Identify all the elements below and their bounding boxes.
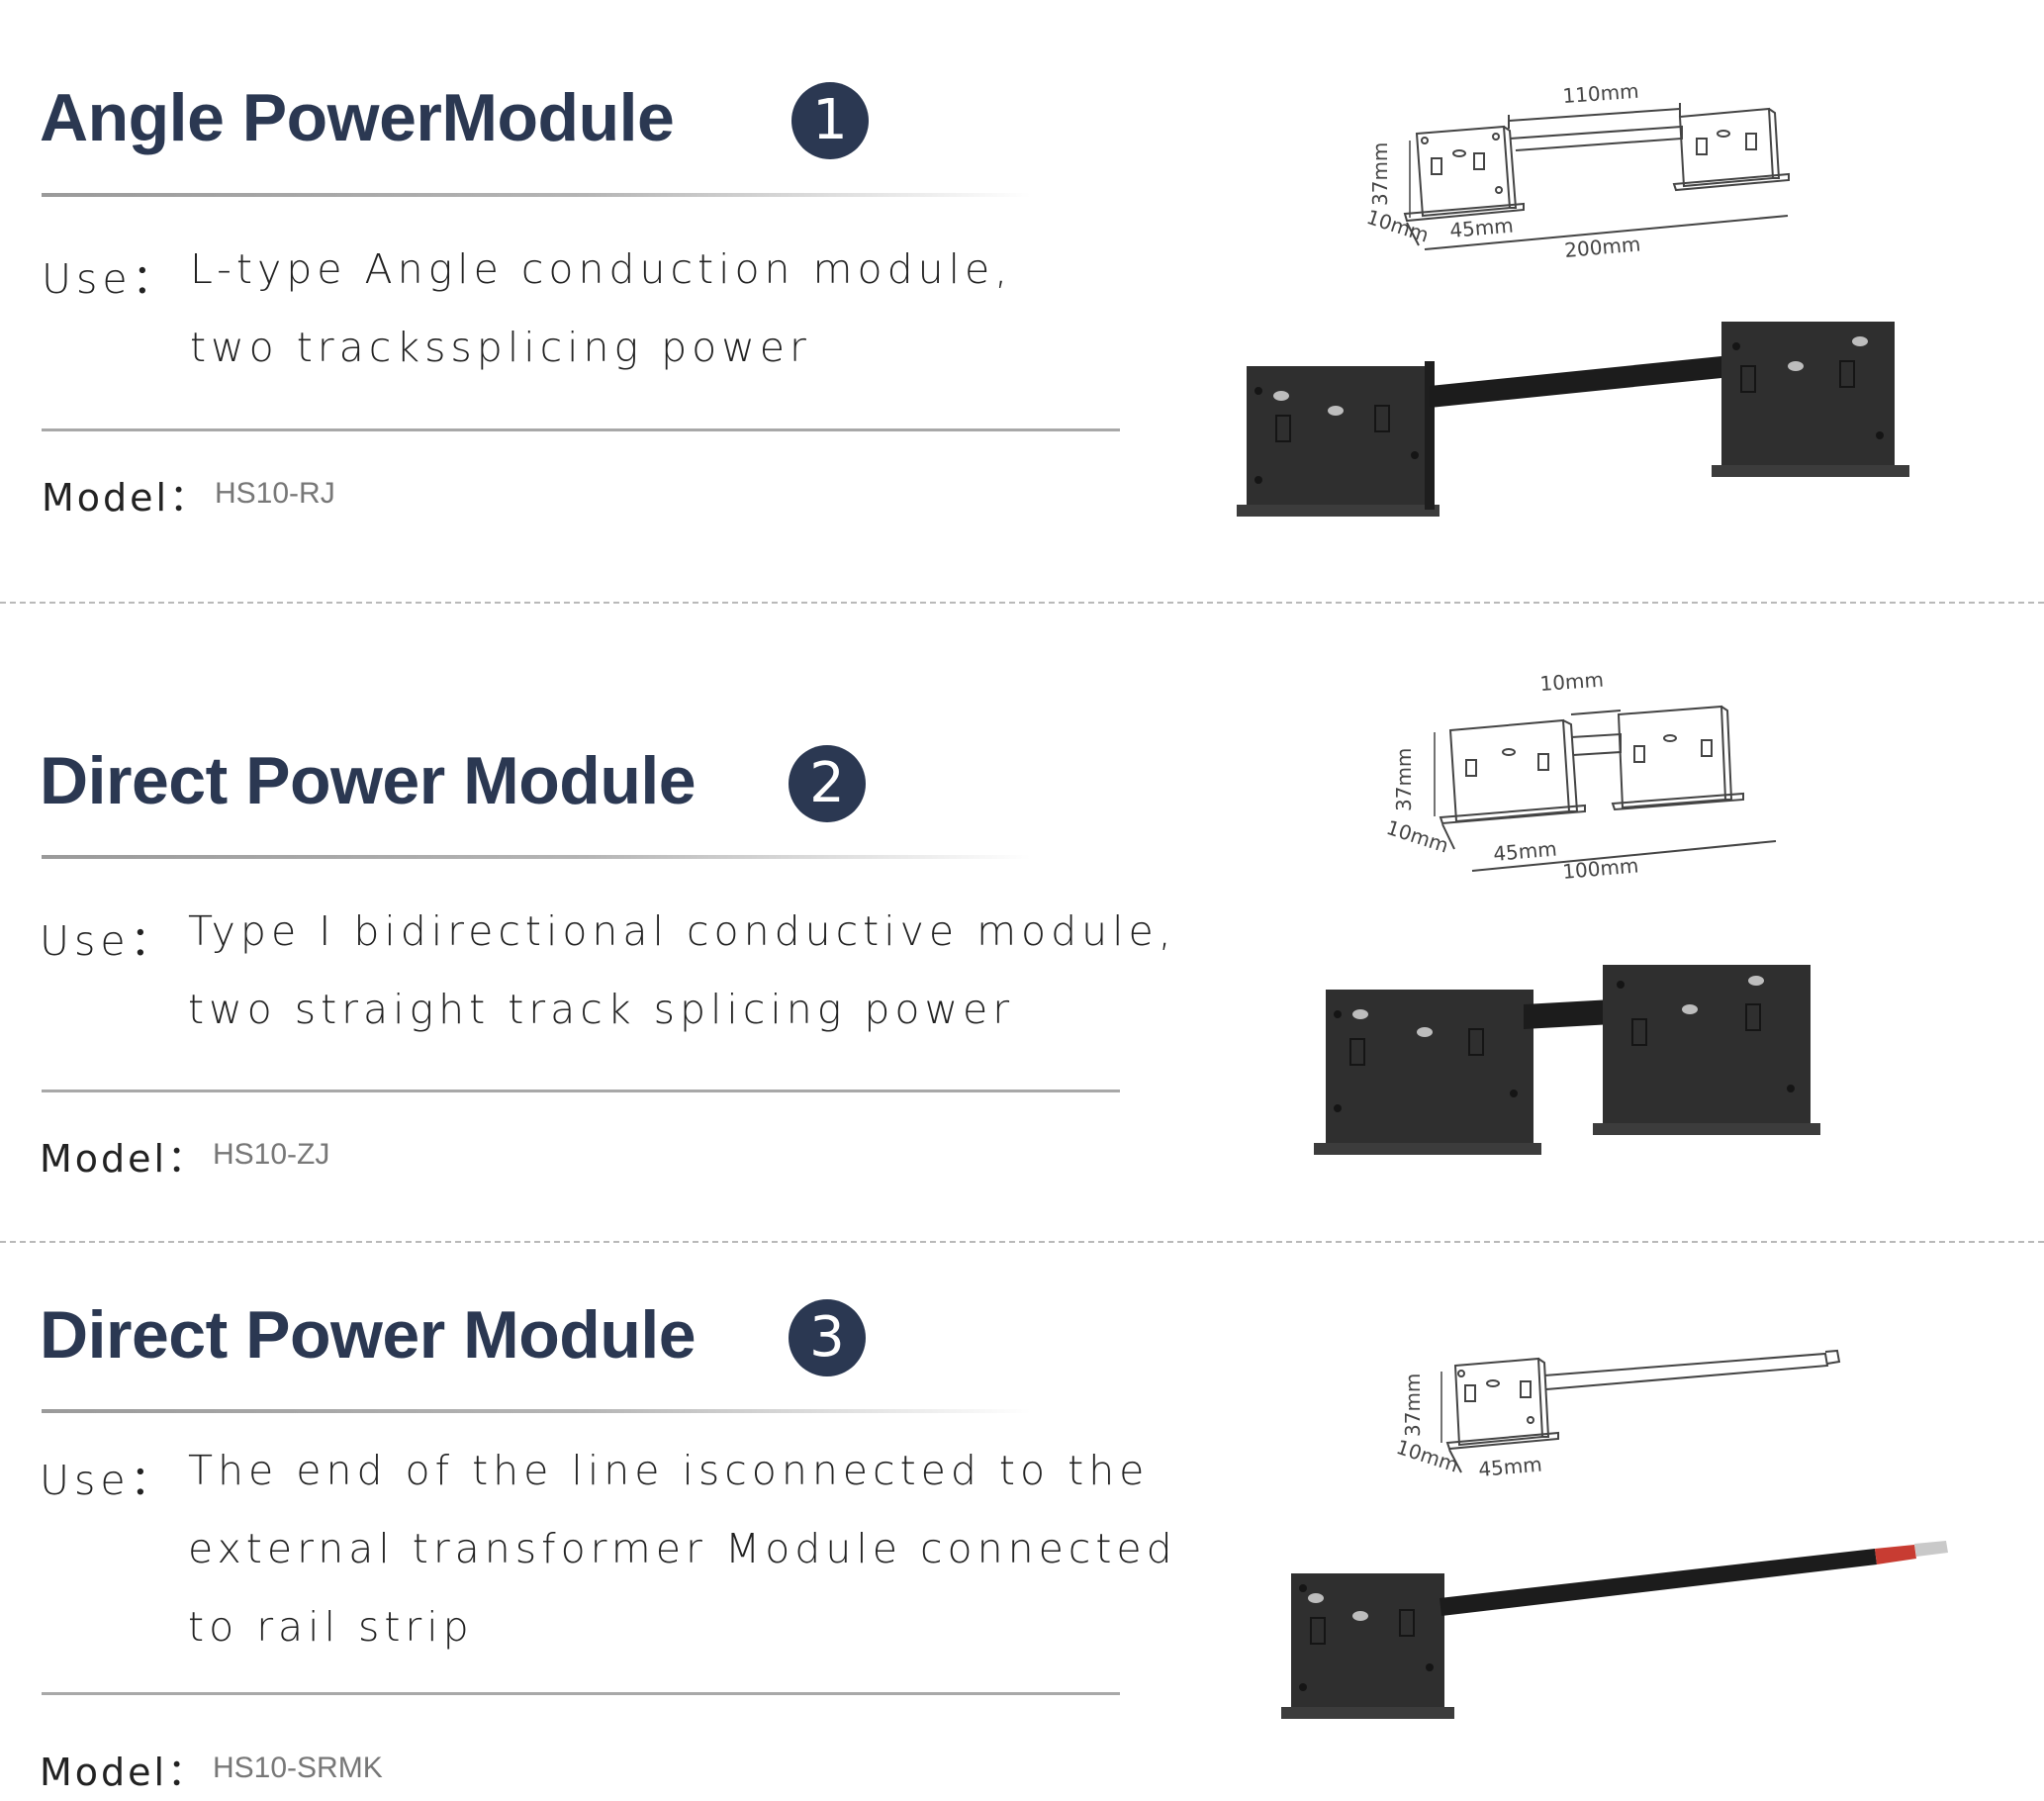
model-value: HS10-RJ [215,477,335,510]
model-label: Model： [40,1751,209,1794]
use-description: L-type Angle conduction module, two trac… [190,245,1012,402]
dim-total-label: 200mm [1563,232,1641,262]
module-title: Angle PowerModule [40,80,675,155]
use-line: Type I bidirectional conductive module, [188,907,1176,955]
section-divider [0,602,2044,604]
dim-height-label: 37mm [1401,1374,1425,1437]
model-label: Model： [42,476,211,520]
module-title: Direct Power Module [40,743,697,818]
product-image [1237,322,1909,517]
dimension-drawing: 37mm 10mm 45mm [1393,1349,1841,1481]
dim-width-label: 45mm [1492,836,1557,866]
section-rule [42,1090,1120,1092]
dim-depth-label: 10mm [1393,1435,1461,1477]
module-number-badge: 2 [789,745,866,822]
use-line: The end of the line isconnected to the [188,1447,1150,1494]
use-line: two straight track splicing power [188,986,1015,1033]
section-rule [42,428,1120,431]
product-image [1281,1541,1948,1719]
use-line: two trackssplicing power [190,324,811,371]
dim-top-label: 110mm [1562,79,1640,108]
section-rule [42,1692,1120,1695]
model-label: Model： [40,1137,209,1181]
use-label: Use： [40,917,176,965]
use-label: Use： [40,1457,176,1504]
section-divider [0,1241,2044,1243]
use-label: Use： [42,255,178,303]
module-number-badge: 1 [791,82,869,159]
title-underline [42,1409,1031,1413]
dim-top-label: 10mm [1539,668,1605,696]
module-title: Direct Power Module [40,1297,697,1373]
use-description: The end of the line isconnected to the e… [188,1447,1177,1681]
title-underline [42,855,1031,859]
use-description: Type I bidirectional conductive module, … [188,907,1176,1064]
module-number-badge: 3 [789,1299,866,1376]
title-underline [42,193,1031,197]
dim-width-label: 45mm [1448,213,1514,242]
dim-height-label: 37mm [1392,748,1416,811]
dimension-drawing: 10mm 37mm 10mm 45mm 100mm [1383,668,1777,884]
model-value: HS10-SRMK [213,1752,383,1784]
model-value: HS10-ZJ [213,1138,330,1171]
dimension-drawing: 110mm 37mm 10mm 45mm 200mm [1365,79,1790,262]
use-line: external transformer Module connected [188,1525,1177,1572]
use-line: L-type Angle conduction module, [190,245,1013,293]
dim-width-label: 45mm [1477,1452,1542,1481]
dim-total-label: 100mm [1561,853,1639,884]
dim-height-label: 37mm [1368,142,1392,206]
product-image [1314,965,1820,1155]
use-line: to rail strip [188,1603,474,1651]
